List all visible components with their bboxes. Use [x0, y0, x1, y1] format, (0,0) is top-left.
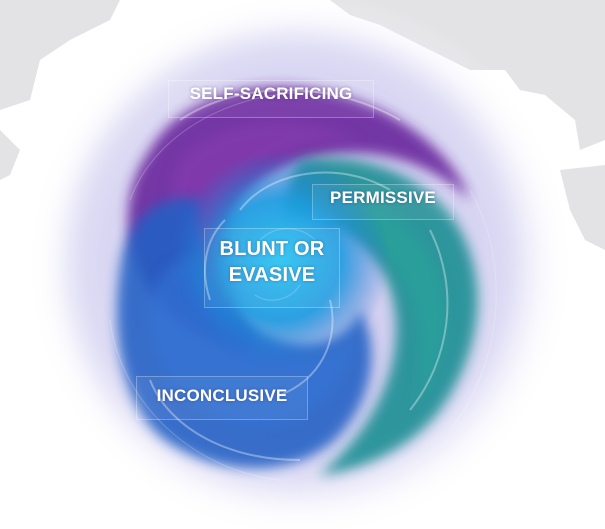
swirl-arm-teal-inner — [340, 195, 446, 405]
label-self-sacrificing: SELF-SACRIFICING — [168, 80, 374, 118]
swirl-streaks-faint — [109, 91, 497, 481]
label-box — [312, 184, 454, 220]
label-box — [204, 228, 340, 308]
label-line-1: BLUNT OR — [219, 238, 325, 260]
label-inconclusive: INCONCLUSIVE — [136, 376, 308, 420]
swirl-streaks — [149, 89, 449, 461]
label-text: BLUNT OR EVASIVE — [204, 236, 340, 288]
label-text: INCONCLUSIVE — [156, 386, 288, 405]
label-box — [136, 376, 308, 420]
swirl-arm-purple-inner — [170, 121, 360, 290]
swirl-arm-teal — [285, 157, 478, 475]
label-text: PERMISSIVE — [330, 188, 436, 207]
label-permissive: PERMISSIVE — [312, 184, 454, 220]
label-blunt-or-evasive: BLUNT OR EVASIVE — [204, 228, 340, 308]
label-line-2: EVASIVE — [228, 264, 316, 286]
world-map-background — [0, 0, 605, 250]
label-box — [168, 80, 374, 118]
swirl-core — [170, 152, 390, 372]
label-text: SELF-SACRIFICING — [189, 84, 353, 103]
